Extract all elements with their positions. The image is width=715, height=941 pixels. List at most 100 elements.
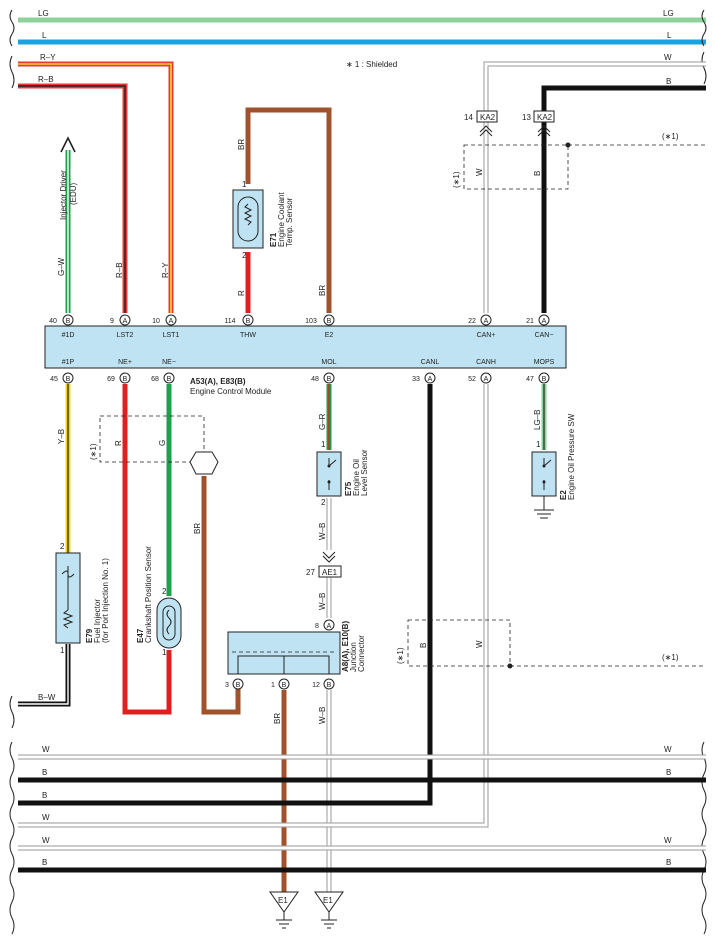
ecm-pin-40-num: 40	[49, 318, 57, 325]
wire-r-b: R–B	[18, 75, 128, 313]
bottom-bus-w-3: W W	[18, 836, 706, 851]
ground-left: E1	[269, 891, 299, 929]
ecm-name: Engine Control Module	[190, 387, 272, 396]
fuel-injector-id: E79	[85, 628, 94, 643]
bottom-bus-b-3: B B	[18, 858, 706, 873]
ecm-pin-10: A 10 LST1	[152, 314, 180, 339]
coolant-sub: Temp. Sensor	[285, 197, 294, 247]
svg-text:B: B	[66, 318, 71, 325]
wire-r-y: R–Y	[18, 53, 174, 313]
ae1-out-wire-label: W–B	[318, 593, 327, 610]
oil-pressure-name: Engine Oil Pressure SW	[567, 413, 576, 500]
bottom-bus-w-1: W W	[18, 745, 706, 760]
injector-driver-sub: (EDU)	[69, 182, 78, 205]
ecm-pin-21-num: 21	[526, 318, 534, 325]
svg-text:B: B	[236, 682, 241, 689]
svg-text:B: B	[327, 376, 332, 383]
coolant-name: Engine Coolant	[277, 192, 286, 247]
wire-fuel-injector	[18, 384, 71, 707]
lst1-wire-label: R–Y	[161, 262, 170, 278]
upper-shield: (∗1) (∗1) W B	[452, 132, 706, 190]
junction-pin-8: A 8	[315, 619, 335, 631]
oil-level-pin-bottom: 2	[321, 498, 326, 507]
fuel-injector-pin-top: 2	[60, 542, 65, 551]
ecm-pin-103-num: 103	[305, 318, 317, 325]
shield-note: ∗ 1 : Shielded	[346, 60, 397, 69]
wire-thw-e2	[245, 107, 332, 313]
ecm-term-canl: CANL	[421, 359, 440, 366]
wire-canl-canh	[18, 384, 489, 828]
wire-r-y-label: R–Y	[40, 53, 56, 62]
ka2-left-name: KA2	[480, 113, 496, 122]
junction-sub: Connector	[357, 635, 366, 672]
ka2-left-pin: 14	[464, 113, 473, 122]
crank-shield: (∗1)	[89, 415, 219, 475]
crank-shield-mark: (∗1)	[89, 443, 98, 460]
ecm-term-ne-minus: NE−	[162, 359, 176, 366]
svg-text:B: B	[123, 376, 128, 383]
junction-name: Junction	[349, 642, 358, 672]
canl-wire-label: B	[419, 643, 428, 648]
ne-shield-wire-label: BR	[193, 523, 202, 534]
svg-text:A: A	[542, 318, 547, 325]
ne-minus-wire-label: G	[158, 440, 167, 446]
coolant-pin-top: 1	[242, 180, 247, 189]
svg-text:12: 12	[312, 682, 320, 689]
svg-text:B: B	[42, 858, 47, 867]
oil-pressure-id: E2	[559, 490, 568, 500]
junction-pin-3: B 3	[225, 678, 244, 690]
ecm-term-thw: THW	[240, 332, 256, 339]
ground-right: E1	[314, 891, 344, 929]
svg-text:3: 3	[225, 682, 229, 689]
mol-wire-label: G–R	[318, 413, 327, 430]
ecm-pin-68: NE− B 68	[151, 359, 176, 384]
lower-shield-mark: (∗1)	[662, 653, 679, 662]
junction-br-wire-label: BR	[273, 713, 282, 724]
ecm-term-mol: MOL	[321, 359, 336, 366]
ecm-term-can-minus: CAN−	[535, 332, 554, 339]
ka2-right-name: KA2	[537, 113, 553, 122]
coolant-pin-bottom: 2	[242, 251, 247, 260]
ecm-pin-52: CANH A 52	[468, 359, 496, 384]
wire-r-b-label: R–B	[38, 75, 54, 84]
bus-l: L L	[18, 31, 706, 45]
svg-text:A: A	[123, 318, 128, 325]
ecm-pin-33-num: 33	[412, 376, 420, 383]
mops-wire-label: LG–B	[533, 410, 542, 430]
thw-top-wire-label: BR	[237, 139, 246, 150]
crank-sensor: 2 1 E47 Crankshaft Position Sensor	[136, 546, 182, 657]
wire-can-plus: W	[483, 53, 706, 313]
ecm-bottom-pins: #1P B 45 NE+ B 69 NE− B 68 MOL B 48 CANL…	[50, 359, 555, 384]
ecm-pin-45-num: 45	[50, 376, 58, 383]
bottom-bus-b-2-label: B	[42, 791, 47, 800]
canh-wire-label: W	[475, 640, 484, 648]
bus-lg-label-left: LG	[38, 9, 49, 18]
svg-text:W: W	[42, 745, 50, 754]
bus-l-label-right: L	[667, 31, 672, 40]
ecm-pin-33: CANL A 33	[412, 359, 440, 384]
ecm-term-lst1: LST1	[163, 332, 180, 339]
bus-l-label-left: L	[42, 31, 47, 40]
break-marks	[9, 9, 707, 935]
crank-name: Crankshaft Position Sensor	[144, 546, 153, 643]
svg-text:A: A	[484, 318, 489, 325]
oil-level-sensor: 1 2 E75 Engine Oil Level Sensor	[316, 440, 369, 507]
fuel-injector: 2 1 E79 Fuel Injector (for Port Injectio…	[55, 542, 110, 655]
oil-pressure-switch: 1 E2 Engine Oil Pressure SW	[531, 413, 576, 519]
oil-pressure-pin: 1	[536, 440, 541, 449]
ground-right-label: E1	[323, 896, 333, 905]
svg-text:B: B	[666, 768, 671, 777]
svg-text:1: 1	[271, 682, 275, 689]
fuel-injector-name: Fuel Injector	[93, 599, 102, 643]
ne-plus-wire-label: R	[114, 440, 123, 446]
ecm-pin-103: B 103 E2	[305, 314, 335, 339]
injector-driver-wire-label: G–W	[57, 257, 66, 276]
lst2-wire-label: R–B	[115, 262, 124, 278]
ecm-pin-47: MOPS B 47	[526, 359, 555, 384]
ecm-term-1d: #1D	[62, 332, 75, 339]
ecm-term-mops: MOPS	[534, 359, 555, 366]
ae1-name: AE1	[322, 568, 338, 577]
ka2-right-connector: KA2 13	[522, 110, 555, 137]
ground-wires	[281, 690, 332, 892]
